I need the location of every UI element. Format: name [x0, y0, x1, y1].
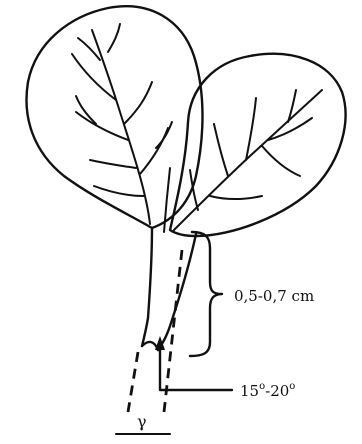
stem-junction: [164, 168, 170, 232]
curly-brace: [190, 232, 222, 356]
left-dashed-guide: [128, 352, 138, 412]
angle-arrow: [155, 336, 232, 390]
cut-guides: [128, 250, 182, 412]
right-leaf-veins: [174, 90, 322, 230]
left-leaf-veins: [72, 24, 172, 224]
angle-label: 15o-20o: [240, 381, 295, 400]
length-brace: [190, 232, 222, 356]
length-label: 0,5-0,7 cm: [234, 287, 314, 305]
right-cotyledon: [170, 54, 346, 236]
gamma-label: γ: [137, 412, 147, 431]
stem-left-edge: [142, 228, 152, 346]
stem: [142, 228, 196, 350]
right-dashed-guide: [164, 250, 182, 412]
left-cotyledon: [27, 6, 203, 228]
